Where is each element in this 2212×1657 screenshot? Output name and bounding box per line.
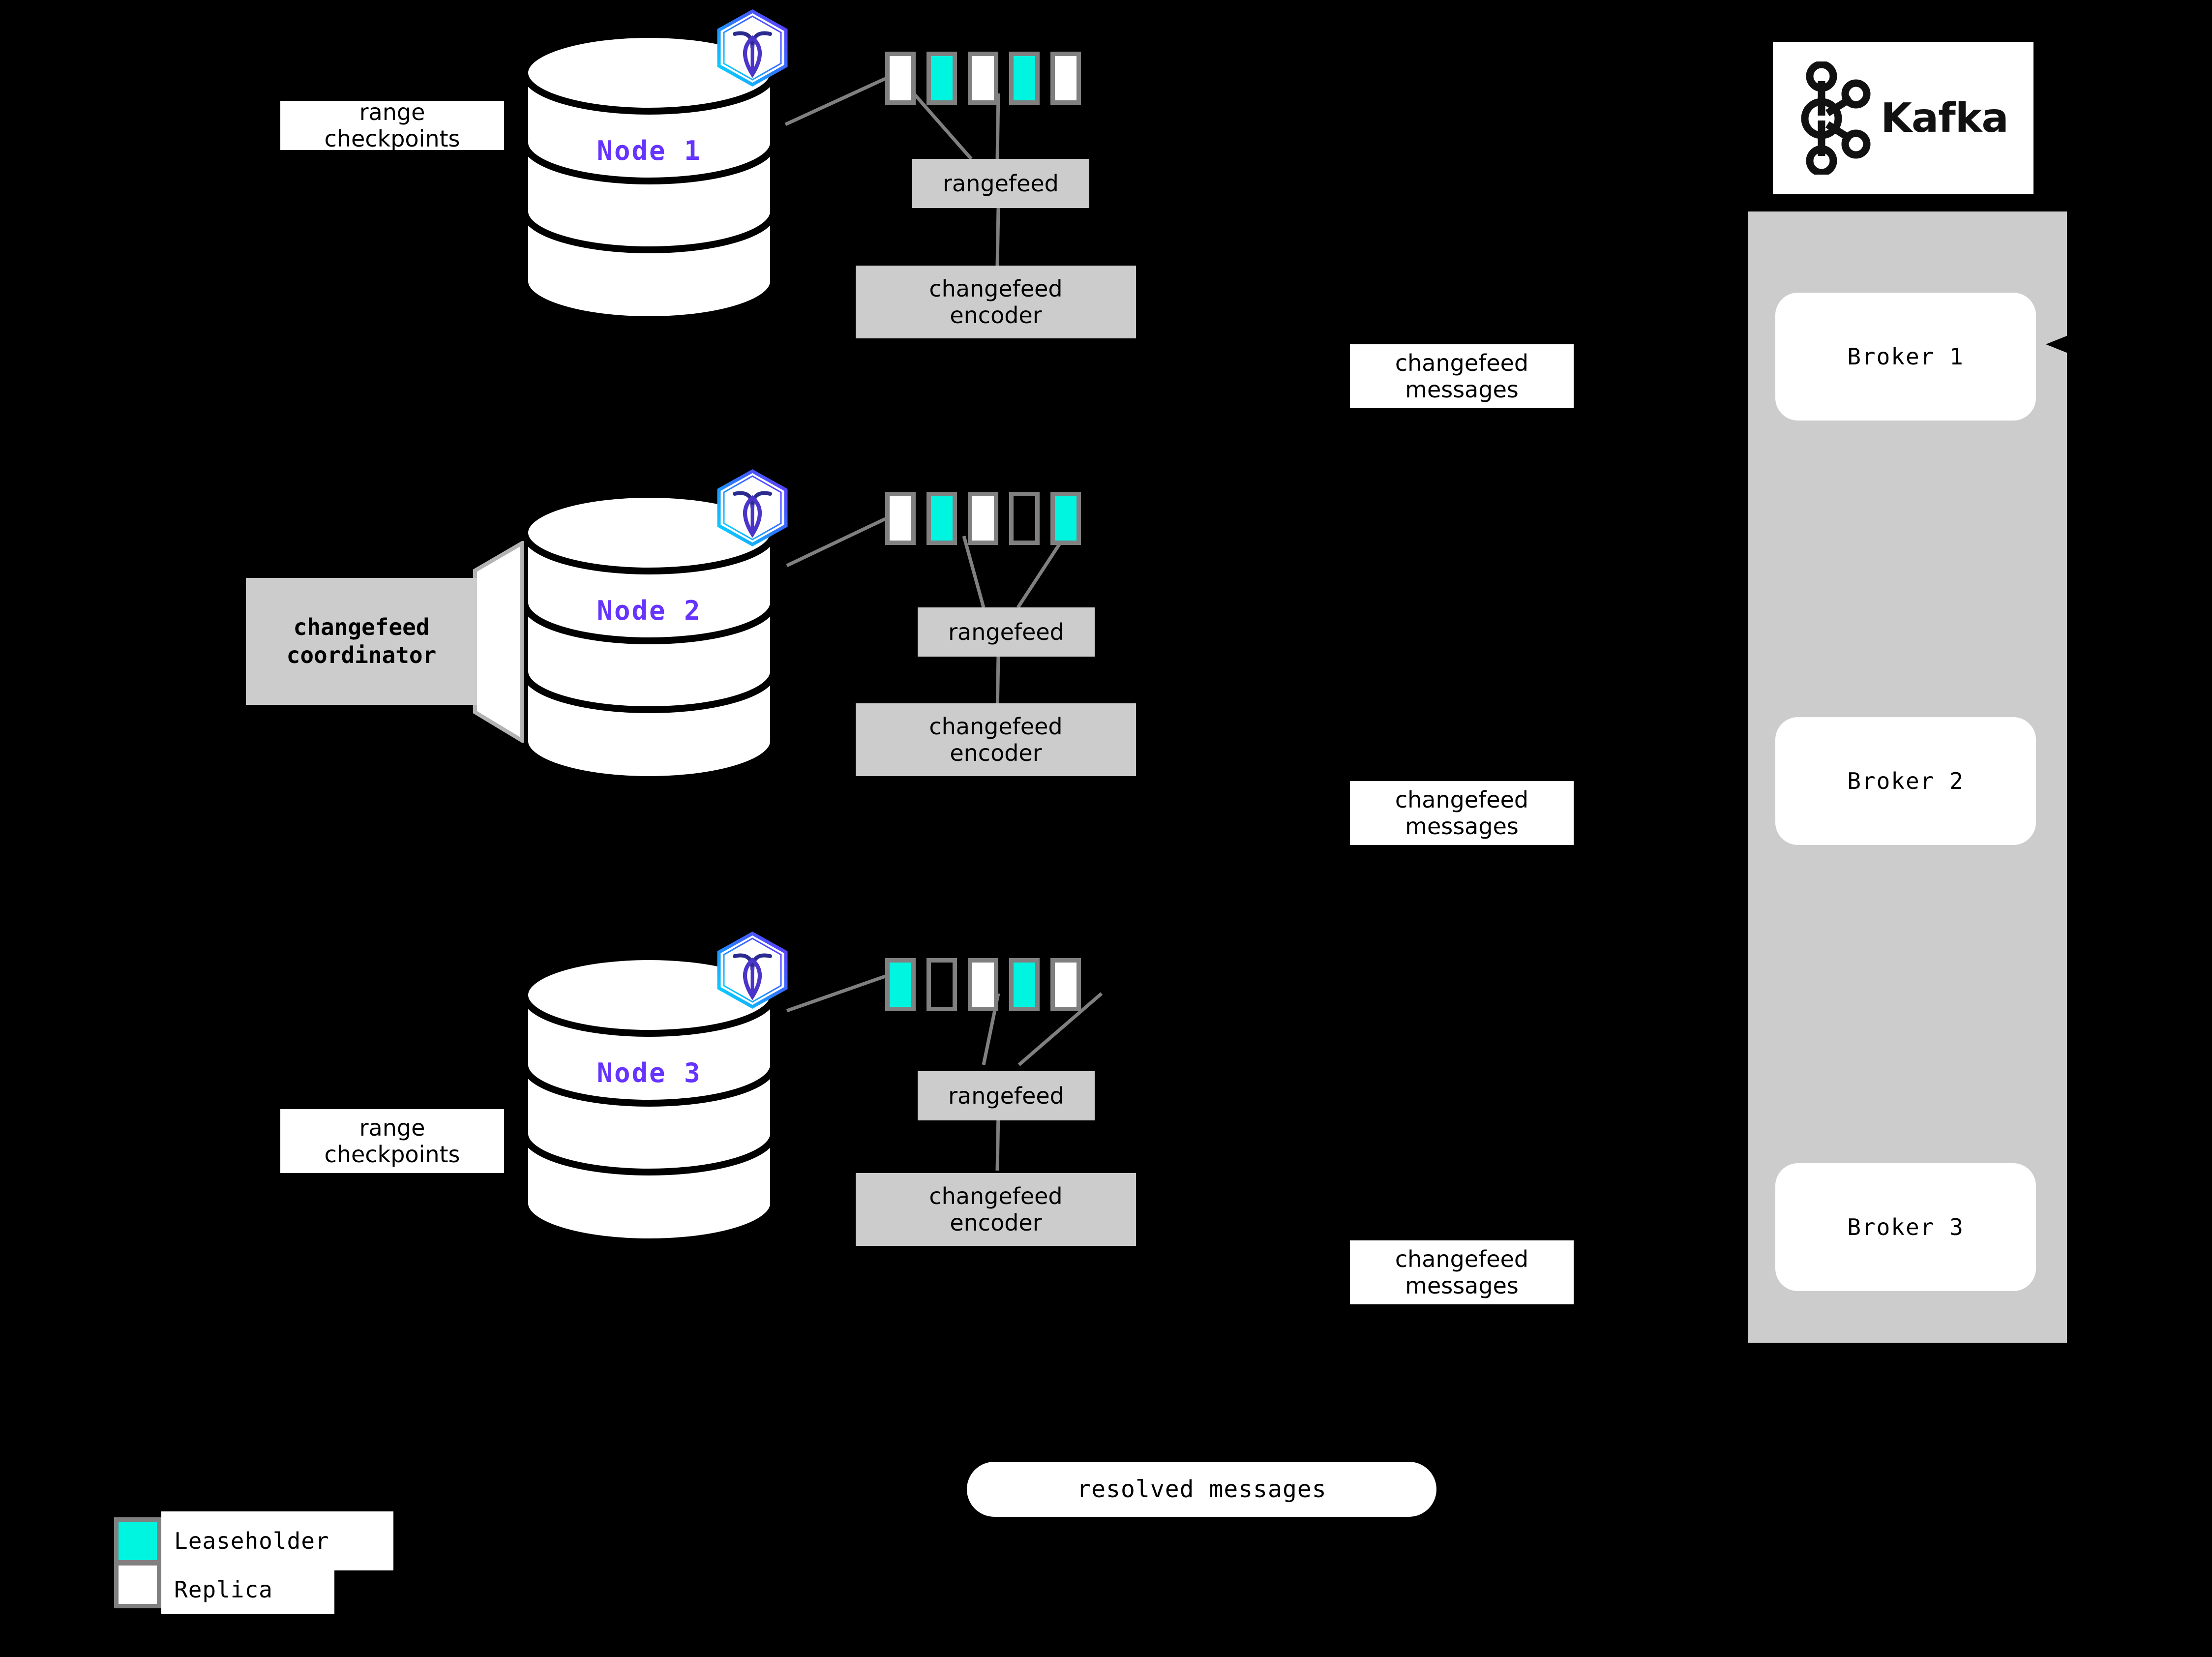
legend-label-leaseholder: Leaseholder	[161, 1511, 393, 1570]
database-cylinder	[519, 489, 779, 784]
range-box[interactable]	[1009, 492, 1040, 545]
changefeed-messages-text: changefeed messages	[1395, 1245, 1529, 1299]
rangefeed-label: rangefeed	[948, 618, 1064, 645]
rangefeed-label: rangefeed	[948, 1082, 1064, 1109]
database-cylinder	[519, 30, 779, 325]
range-box[interactable]	[885, 52, 916, 105]
broker-box-2[interactable]: Broker 2	[1775, 717, 2036, 845]
legend-label-replica: Replica	[161, 1565, 334, 1614]
broker-label: Broker 3	[1847, 1214, 1964, 1240]
range-row-node2	[885, 492, 1081, 545]
range-box[interactable]	[1050, 958, 1081, 1011]
changefeed-encoder-box-node3[interactable]: changefeed encoder	[856, 1173, 1136, 1246]
range-checkpoints-label-node1: range checkpoints	[280, 101, 504, 150]
changefeed-ingress-arrow-icon	[2046, 333, 2073, 355]
changefeed-messages-label-1: changefeed messages	[1350, 344, 1574, 408]
database-cylinder	[519, 952, 779, 1247]
changefeed-encoder-label: changefeed encoder	[929, 713, 1063, 766]
cockroachdb-hex-logo-icon	[717, 469, 788, 547]
resolved-messages-pill[interactable]: resolved messages	[967, 1462, 1436, 1517]
range-checkpoints-label-node3: range checkpoints	[280, 1109, 504, 1173]
range-box[interactable]	[927, 958, 957, 1011]
range-box[interactable]	[968, 52, 998, 105]
changefeed-encoder-box-node1[interactable]: changefeed encoder	[856, 266, 1136, 338]
legend-swatch-replica	[114, 1561, 161, 1608]
legend-text: Replica	[174, 1576, 273, 1603]
cockroachdb-hex-logo-icon	[717, 931, 788, 1009]
range-box[interactable]	[1050, 52, 1081, 105]
changefeed-messages-label-3: changefeed messages	[1350, 1240, 1574, 1304]
broker-box-3[interactable]: Broker 3	[1775, 1163, 2036, 1291]
changefeed-encoder-box-node2[interactable]: changefeed encoder	[856, 703, 1136, 776]
legend-swatch-leaseholder	[114, 1517, 161, 1565]
resolved-messages-label: resolved messages	[1076, 1476, 1327, 1503]
legend-text: Leaseholder	[174, 1528, 329, 1554]
changefeed-coordinator-label: changefeed coordinator	[286, 613, 437, 669]
coordinator-pointer-icon	[473, 541, 524, 743]
range-row-node3	[885, 958, 1081, 1011]
changefeed-messages-label-2: changefeed messages	[1350, 781, 1574, 845]
range-box[interactable]	[927, 492, 957, 545]
rangefeed-box-node3[interactable]: rangefeed	[918, 1071, 1095, 1120]
range-box[interactable]	[1009, 52, 1040, 105]
changefeed-encoder-label: changefeed encoder	[929, 275, 1063, 329]
range-box[interactable]	[1050, 492, 1081, 545]
range-checkpoints-text: range checkpoints	[324, 1114, 460, 1168]
changefeed-coordinator-box[interactable]: changefeed coordinator	[246, 578, 477, 705]
broker-box-1[interactable]: Broker 1	[1775, 293, 2036, 421]
kafka-node-graph-logo-icon	[1801, 61, 1871, 175]
rangefeed-label: rangefeed	[943, 170, 1059, 197]
range-row-node1	[885, 52, 1081, 105]
range-box[interactable]	[885, 492, 916, 545]
range-box[interactable]	[1009, 958, 1040, 1011]
broker-label: Broker 1	[1847, 343, 1964, 370]
rangefeed-box-node1[interactable]: rangefeed	[912, 159, 1089, 208]
broker-label: Broker 2	[1847, 768, 1964, 794]
kafka-logo-card: Kafka	[1773, 42, 2033, 194]
changefeed-encoder-label: changefeed encoder	[929, 1182, 1063, 1236]
range-box[interactable]	[885, 958, 916, 1011]
range-box[interactable]	[968, 492, 998, 545]
range-box[interactable]	[927, 52, 957, 105]
rangefeed-box-node2[interactable]: rangefeed	[918, 607, 1095, 657]
cockroachdb-hex-logo-icon	[717, 9, 788, 87]
range-checkpoints-text: range checkpoints	[324, 101, 460, 150]
changefeed-messages-text: changefeed messages	[1395, 786, 1529, 840]
changefeed-messages-text: changefeed messages	[1395, 349, 1529, 403]
kafka-wordmark: Kafka	[1881, 94, 2008, 142]
range-box[interactable]	[968, 958, 998, 1011]
